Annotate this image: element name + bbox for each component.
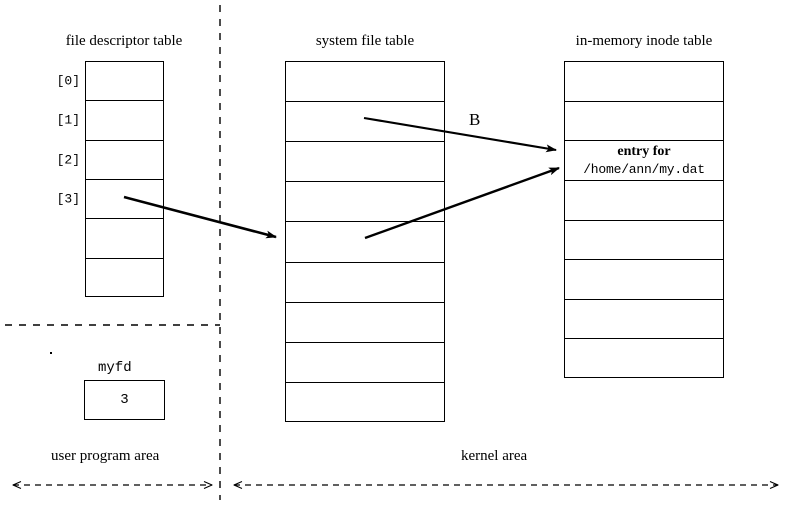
table-row xyxy=(286,383,444,423)
stray-dot xyxy=(50,352,52,354)
table-row xyxy=(286,182,444,223)
arrow-label-b: B xyxy=(469,110,481,129)
table-row: [3] xyxy=(57,180,163,220)
table-row xyxy=(565,102,723,142)
fd-index-label: [3] xyxy=(56,191,80,207)
table-row xyxy=(565,300,723,340)
inode-entry-cell: entry for/home/ann/my.dat xyxy=(565,141,723,180)
table-row xyxy=(286,222,444,263)
fd-index-label: [2] xyxy=(56,152,80,168)
table-row xyxy=(565,339,723,379)
file-descriptor-table: [0] [1] [2] [3] xyxy=(57,61,164,298)
in-memory-inode-table-title: in-memory inode table xyxy=(575,33,713,49)
user-program-area-label: user program area xyxy=(51,448,160,464)
table-row xyxy=(286,102,444,143)
file-descriptor-table-title: file descriptor table xyxy=(65,33,183,49)
table-row xyxy=(286,343,444,383)
table-row xyxy=(86,219,163,259)
table-row xyxy=(565,260,723,300)
fd-index-label: [0] xyxy=(56,73,80,89)
in-memory-inode-table: entry for/home/ann/my.dat xyxy=(564,61,724,378)
system-file-table-title: system file table xyxy=(315,33,415,49)
table-row xyxy=(86,259,163,298)
inode-entry-path: /home/ann/my.dat xyxy=(583,162,705,178)
myfd-variable-label: myfd xyxy=(98,360,132,376)
table-row: [1] xyxy=(57,101,163,141)
system-file-table xyxy=(285,61,445,422)
table-row xyxy=(286,303,444,343)
table-row xyxy=(565,62,723,102)
table-row xyxy=(565,221,723,261)
table-row: [2] xyxy=(57,141,163,180)
table-row xyxy=(286,62,444,103)
table-row xyxy=(565,181,723,221)
table-row: entry for/home/ann/my.dat xyxy=(565,141,723,181)
myfd-variable-box: 3 xyxy=(84,380,165,420)
table-row xyxy=(286,263,444,303)
inode-entry-line1: entry for xyxy=(617,144,671,160)
table-row xyxy=(286,142,444,183)
fd-index-label: [1] xyxy=(56,112,80,128)
kernel-area-label: kernel area xyxy=(461,448,528,464)
table-row: [0] xyxy=(57,62,163,102)
